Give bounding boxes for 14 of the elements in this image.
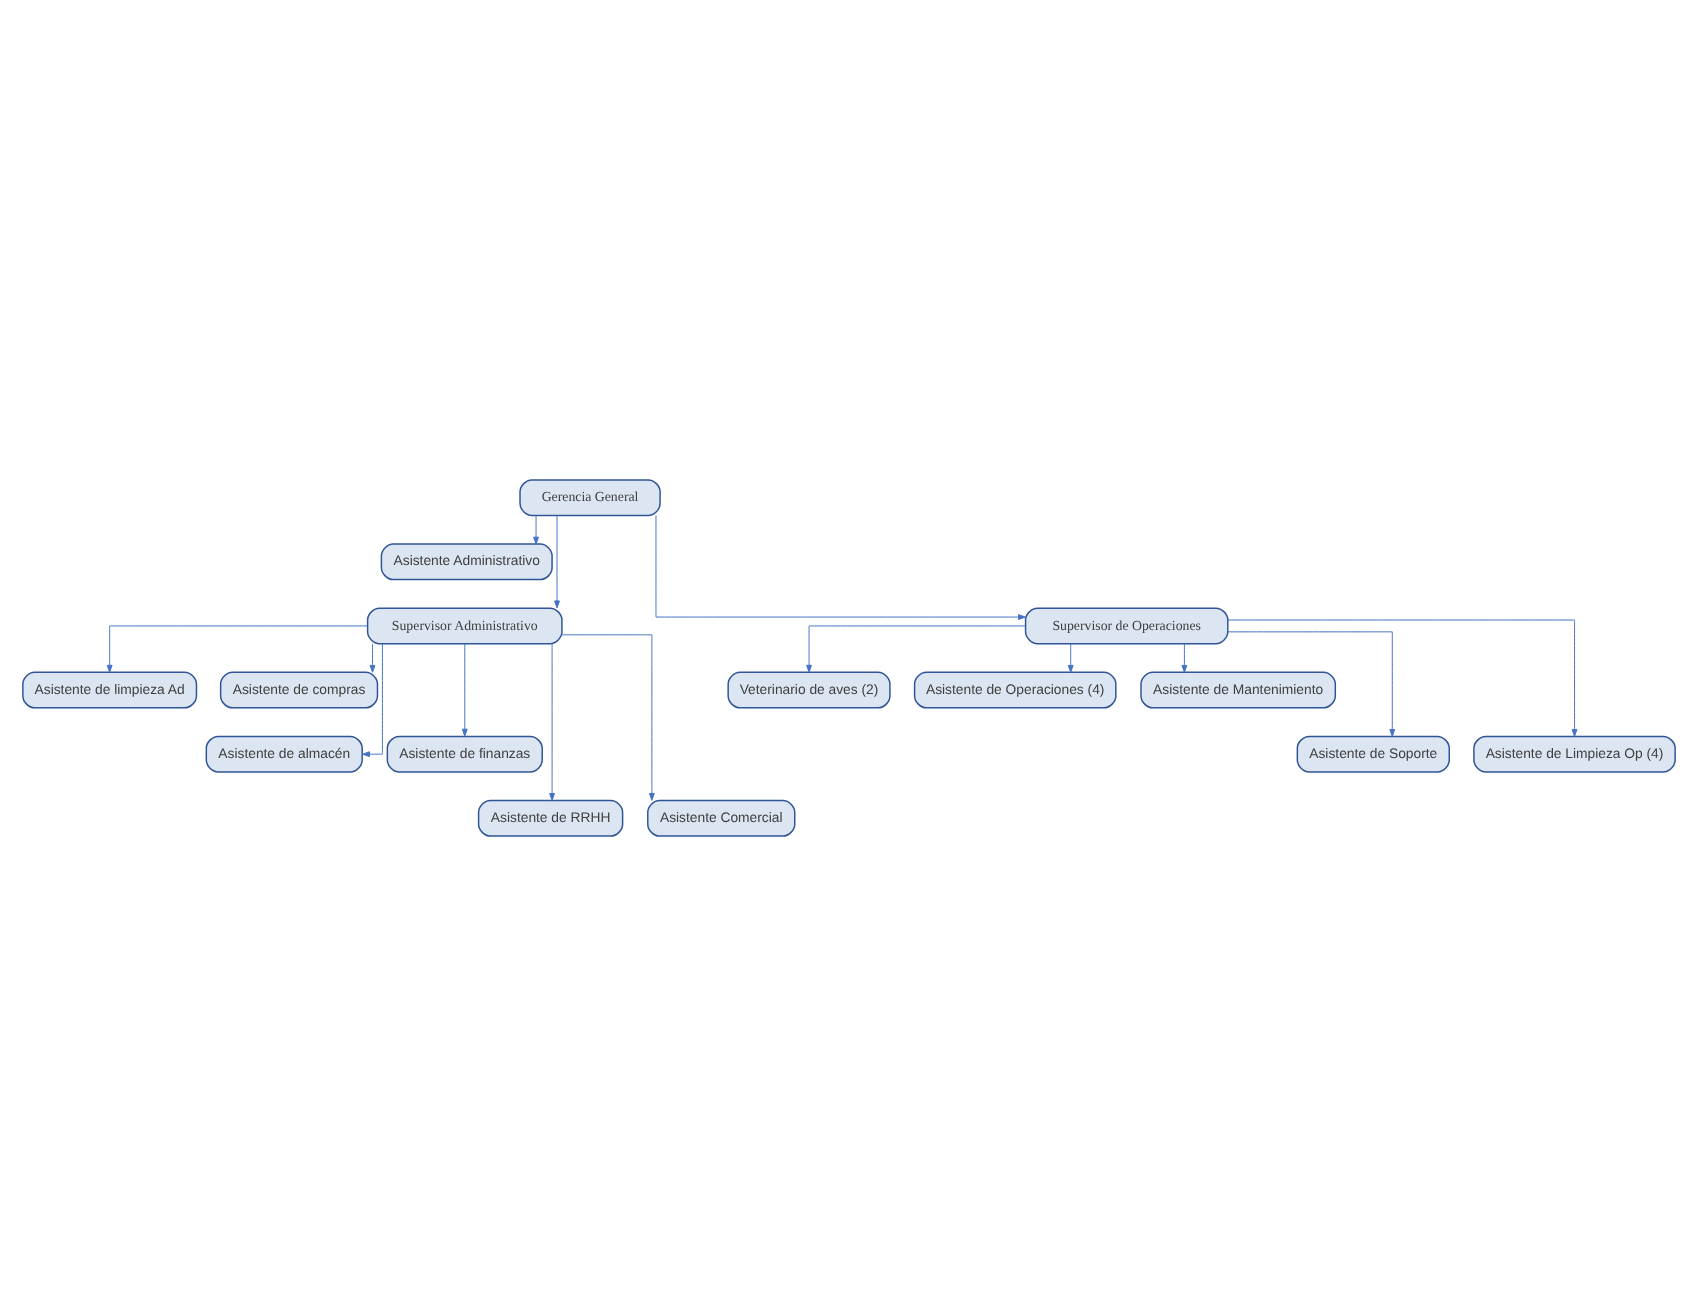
arrow bbox=[533, 514, 539, 544]
arrow bbox=[549, 642, 555, 800]
arrow bbox=[1181, 642, 1188, 672]
arrow bbox=[1227, 618, 1578, 736]
arrow bbox=[561, 633, 655, 800]
arrow bbox=[362, 642, 383, 757]
arrow bbox=[655, 514, 1026, 619]
arrow bbox=[554, 514, 560, 608]
arrow bbox=[806, 624, 1026, 672]
arrow bbox=[369, 642, 376, 672]
arrow bbox=[1227, 630, 1396, 736]
arrow bbox=[106, 624, 368, 672]
arrow bbox=[1067, 642, 1074, 672]
arrow bbox=[461, 642, 468, 736]
